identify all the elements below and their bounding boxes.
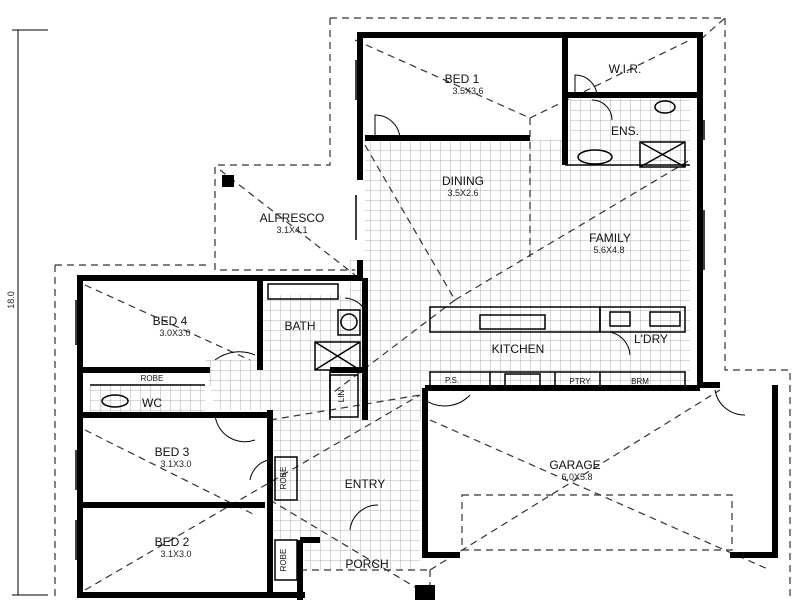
pantry-store-label: P.S.: [445, 376, 459, 385]
room-garage-dims: 6.0X5.8: [561, 472, 592, 482]
room-bed1-dims: 3.5X3.6: [452, 86, 483, 96]
room-labels: BED 1 3.5X3.6 W.I.R. ENS. DINING 3.5X2.6…: [142, 62, 668, 571]
linen-label: LIN: [337, 390, 346, 403]
room-porch-name: PORCH: [345, 557, 388, 571]
room-bed3-name: BED 3: [155, 445, 190, 459]
room-wc-name: WC: [142, 396, 162, 410]
room-bed2-dims: 3.1X3.0: [160, 549, 191, 559]
dashed-outlines: [54, 17, 791, 600]
robe-bed4-label: ROBE: [141, 374, 164, 383]
room-bed4-name: BED 4: [153, 314, 188, 328]
room-entry-name: ENTRY: [345, 477, 385, 491]
room-family-dims: 5.6X4.8: [593, 245, 624, 255]
room-ldry-name: L'DRY: [634, 332, 668, 346]
room-bed2-name: BED 2: [155, 535, 190, 549]
room-garage-name: GARAGE: [549, 458, 600, 472]
room-dining-name: DINING: [442, 174, 484, 188]
fixture-labels: ROBE ROBE ROBE LIN P.S. PTRY BRM: [141, 374, 650, 571]
room-ens-name: ENS.: [611, 124, 639, 138]
room-kitchen-name: KITCHEN: [492, 342, 545, 356]
room-dining-dims: 3.5X2.6: [447, 188, 478, 198]
room-alfresco-dims: 3.1X4.1: [276, 225, 307, 235]
overall-dimension-line: 18.0: [6, 29, 48, 596]
room-bed3-dims: 3.1X3.0: [160, 459, 191, 469]
fixtures: [75, 60, 705, 581]
roof-lines: [84, 39, 771, 591]
broom-label: BRM: [631, 377, 649, 386]
room-family-name: FAMILY: [589, 231, 631, 245]
room-bed1-name: BED 1: [445, 72, 480, 86]
room-alfresco-name: ALFRESCO: [260, 211, 325, 225]
room-wir-name: W.I.R.: [609, 62, 642, 76]
room-bath-name: BATH: [284, 319, 315, 333]
room-bed4-dims: 3.0X3.0: [159, 328, 190, 338]
pantry-label: PTRY: [569, 377, 591, 386]
walls: [77, 32, 778, 600]
tiled-floor: [90, 95, 690, 570]
robe-bed2-label: ROBE: [279, 549, 288, 572]
robe-bed3-label: ROBE: [279, 467, 288, 490]
door-swings: [214, 74, 746, 531]
overall-dimension-text: 18.0: [6, 291, 16, 309]
